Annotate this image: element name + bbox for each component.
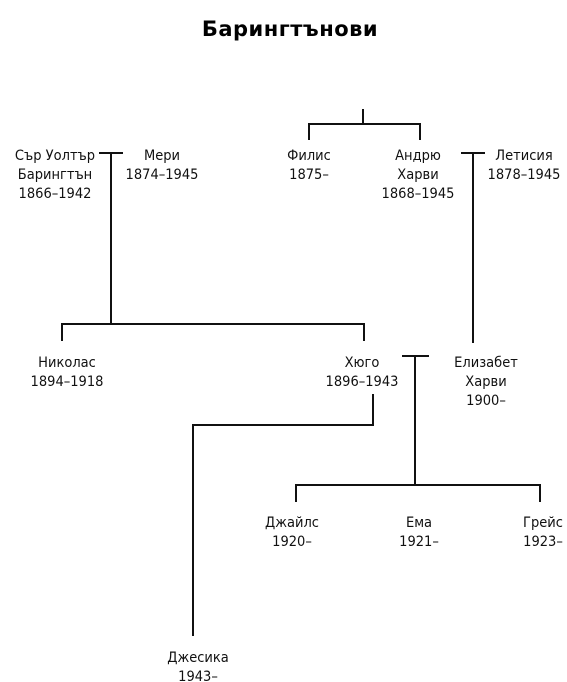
person-nicholas-line-2: 1894–1918 [31, 374, 104, 390]
person-phyllis-line-1: Филис [287, 148, 331, 164]
person-grace-line-2: 1923– [523, 534, 563, 550]
person-giles-line-1: Джайлс [265, 515, 319, 531]
tree-connectors [61, 109, 541, 636]
marriage-line-walter-mary [99, 152, 123, 325]
children-bracket-walter-mary [61, 323, 365, 341]
person-jessica-line-2: 1943– [178, 669, 218, 682]
person-jessica: Джесика 1943– [167, 650, 229, 682]
person-leticia-line-1: Летисия [495, 148, 552, 164]
person-mary: Мери 1874–1945 [126, 148, 199, 183]
person-grace-line-1: Грейс [523, 515, 563, 531]
person-mary-line-1: Мери [144, 148, 180, 164]
person-giles-line-2: 1920– [272, 534, 312, 550]
line-hugo-jessica [192, 394, 374, 636]
children-bracket-top-parents [308, 109, 421, 140]
person-phyllis: Филис 1875– [287, 148, 331, 183]
person-emma-line-2: 1921– [399, 534, 439, 550]
person-andrew-line-1: Андрю [395, 148, 441, 164]
person-walter-line-1: Сър Уолтър [15, 148, 95, 164]
person-nicholas: Николас 1894–1918 [31, 355, 104, 390]
person-hugo: Хюго 1896–1943 [326, 355, 399, 390]
person-leticia: Летисия 1878–1945 [488, 148, 561, 183]
person-jessica-line-1: Джесика [167, 650, 229, 666]
person-grace: Грейс 1923– [523, 515, 563, 550]
marriage-line-hugo-elizabeth [402, 355, 429, 486]
person-walter-line-2: Барингтън [18, 167, 92, 183]
person-hugo-line-2: 1896–1943 [326, 374, 399, 390]
page-title: Барингтънови [202, 17, 378, 41]
person-emma-line-1: Ема [406, 515, 432, 531]
person-walter-line-3: 1866–1942 [19, 186, 92, 202]
person-elizabeth-line-2: Харви [465, 374, 506, 390]
person-mary-line-2: 1874–1945 [126, 167, 199, 183]
children-bracket-hugo-elizabeth [295, 484, 541, 502]
person-hugo-line-1: Хюго [345, 355, 380, 371]
person-nicholas-line-1: Николас [38, 355, 96, 371]
person-phyllis-line-2: 1875– [289, 167, 329, 183]
person-andrew-line-2: Харви [397, 167, 438, 183]
person-giles: Джайлс 1920– [265, 515, 319, 550]
person-emma: Ема 1921– [399, 515, 439, 550]
marriage-line-andrew-leticia [461, 152, 485, 343]
person-leticia-line-2: 1878–1945 [488, 167, 561, 183]
person-elizabeth-line-1: Елизабет [454, 355, 518, 371]
person-andrew-line-3: 1868–1945 [382, 186, 455, 202]
person-elizabeth-line-3: 1900– [466, 393, 506, 409]
